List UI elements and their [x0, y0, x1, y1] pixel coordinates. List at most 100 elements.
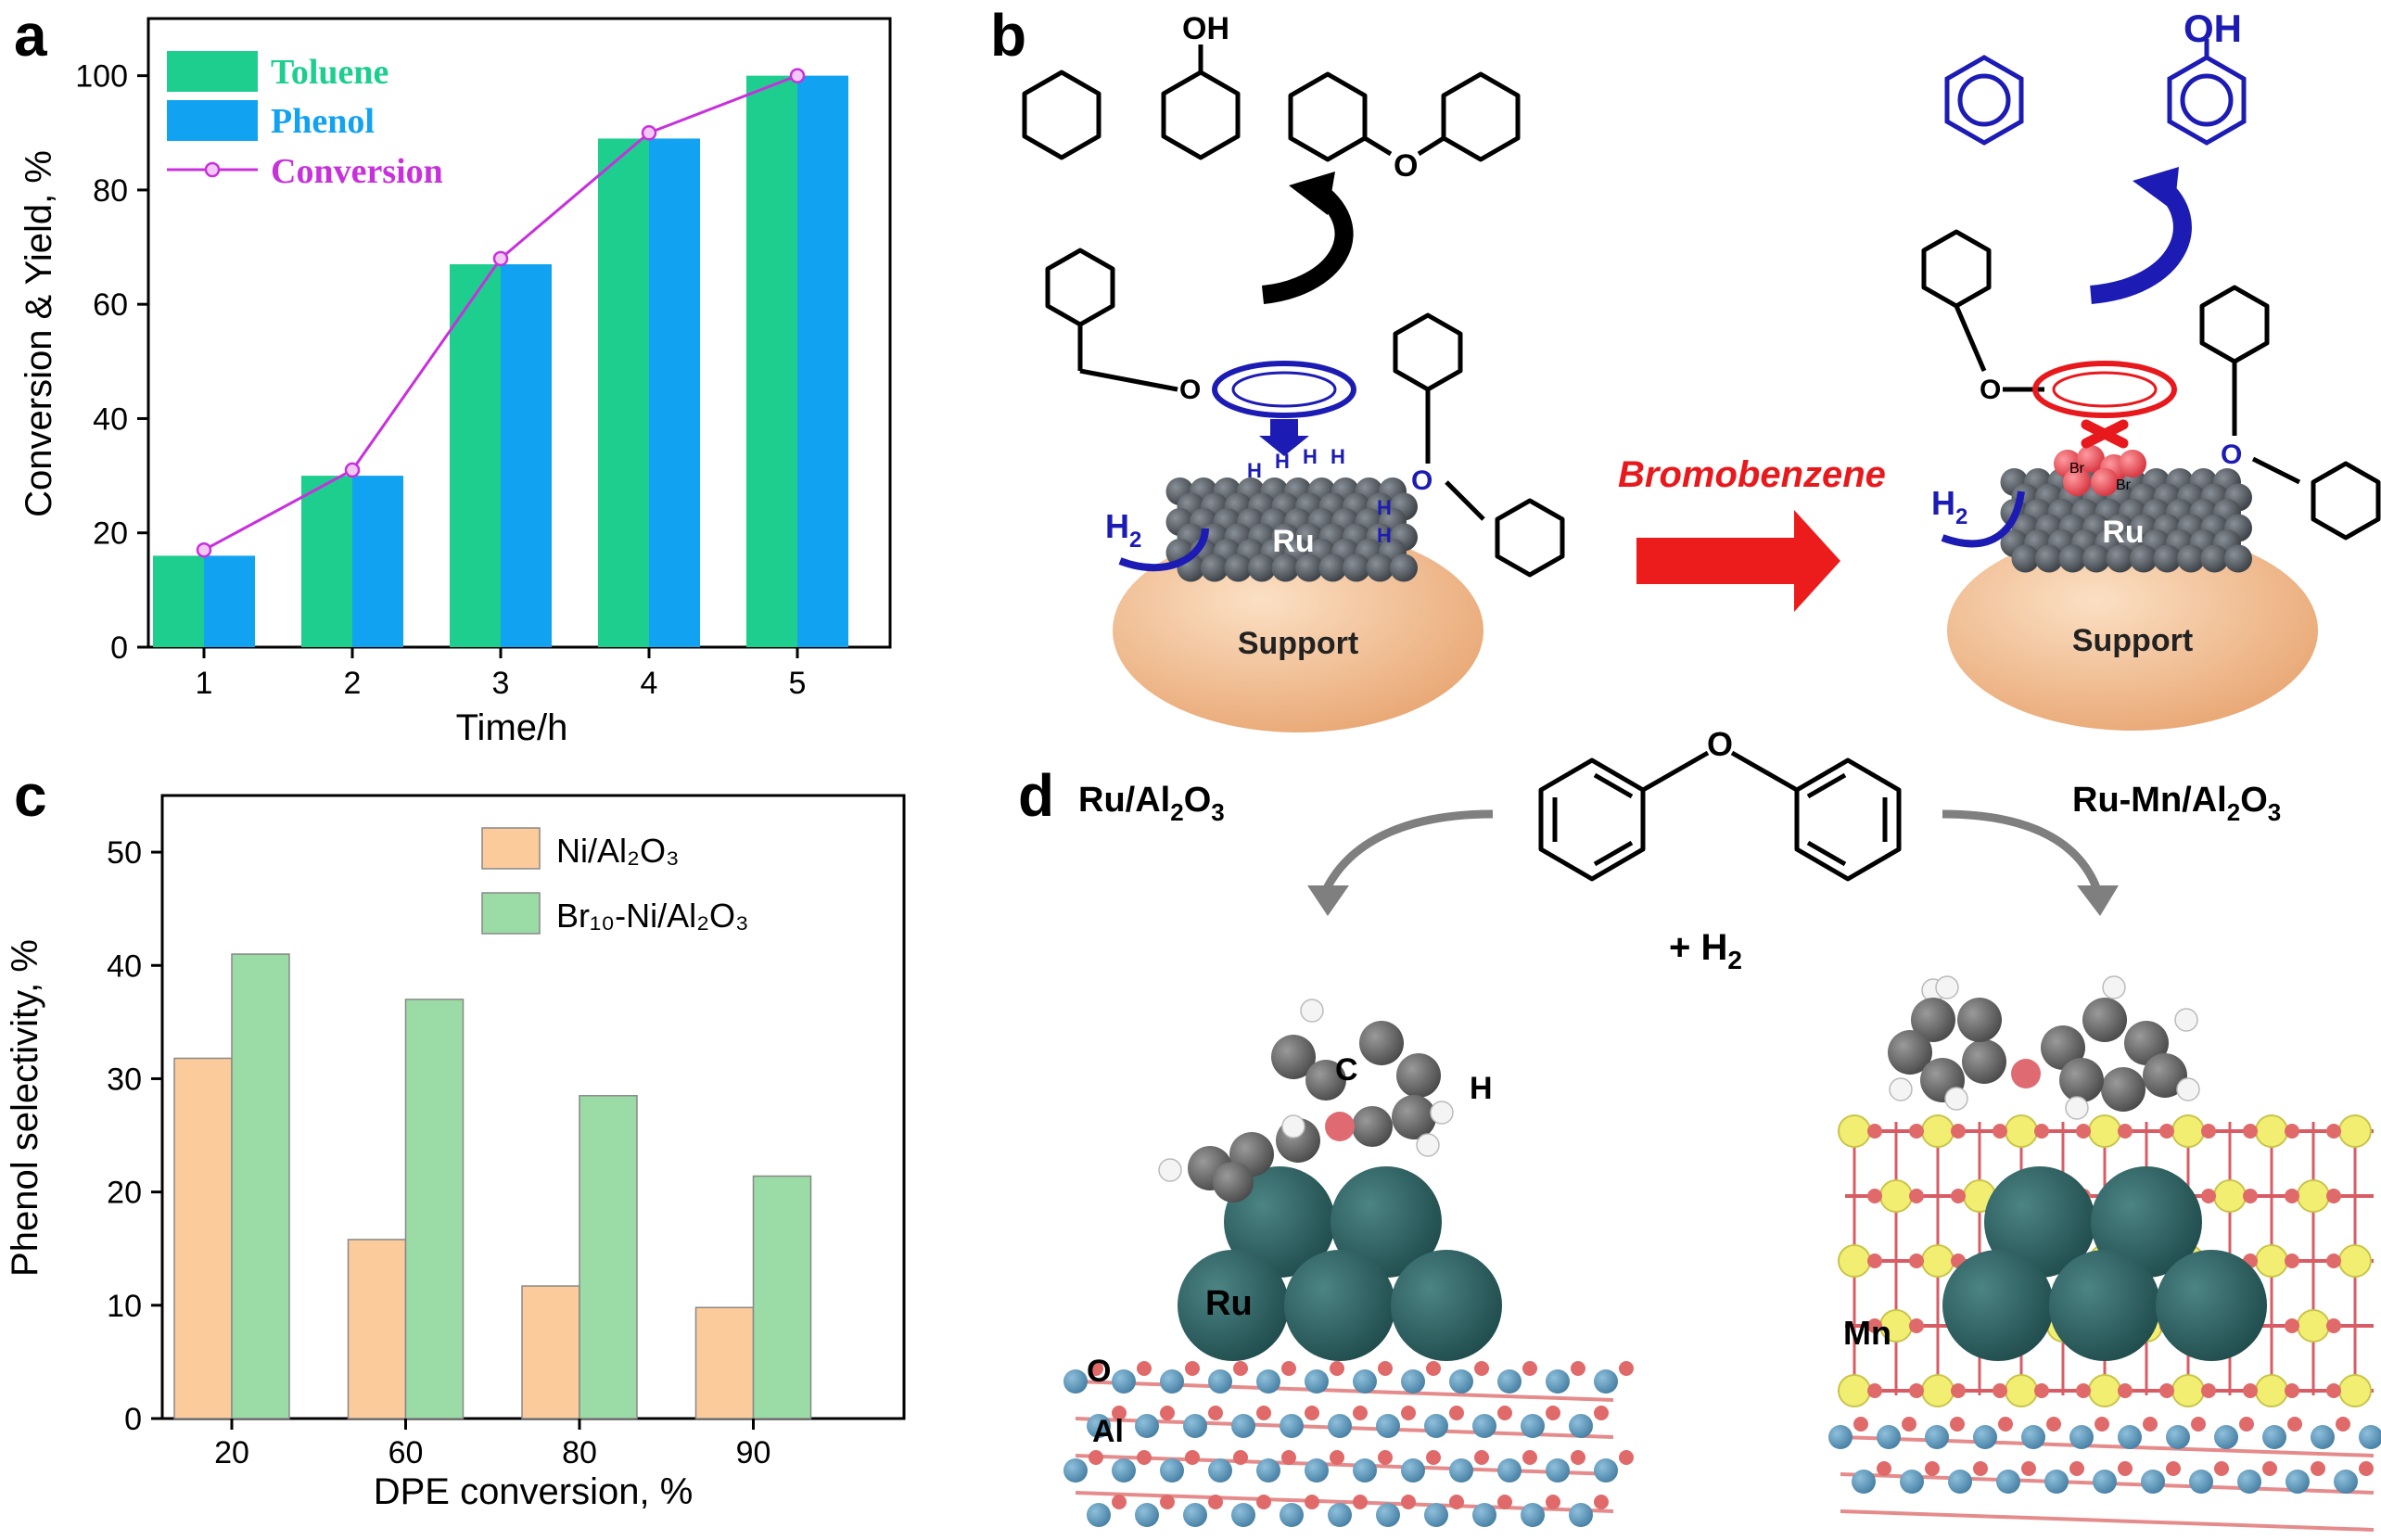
ru-mn-al2o3-title: Ru-Mn/Al2O3: [2072, 781, 2281, 826]
o-atom: [1160, 1495, 1175, 1509]
o-atom: [2262, 1461, 2277, 1476]
bar-a-phenol-3: [501, 264, 552, 647]
o-atom: [1497, 1495, 1512, 1509]
o-atom: [2021, 1461, 2036, 1476]
ru-atom: [1224, 1166, 1335, 1278]
atom: [2082, 544, 2110, 573]
mn-atom: [1879, 1179, 1913, 1213]
carbon-atom: [2143, 1053, 2187, 1098]
ru-atom: [2049, 1250, 2160, 1361]
conversion-point-1: [196, 541, 212, 558]
o-atom: [1594, 1406, 1609, 1420]
plus-h2-label: + H2: [1669, 927, 1742, 974]
bar-c-series0-90: [694, 1306, 755, 1419]
o-atom: [1305, 1495, 1319, 1509]
chart-c-xtick-label: 20: [214, 1435, 249, 1470]
bar-a-phenol-5: [797, 75, 848, 648]
bond: [1075, 1454, 1614, 1476]
hydrogen-atom: [2174, 1008, 2198, 1032]
al-atom: [1449, 1369, 1473, 1394]
black-curved-arrow: [1261, 184, 1354, 304]
carbon-atom: [2082, 998, 2127, 1042]
phenyl-blue-flat: [1212, 361, 1356, 418]
h2-right-arrow: [1941, 490, 2025, 548]
bar-a-toluene-1: [153, 555, 204, 647]
label-h: H: [1470, 1071, 1493, 1106]
al-atom: [2189, 1470, 2213, 1494]
o-atom: [1497, 1406, 1512, 1420]
support-left: [1113, 528, 1483, 732]
o-atom: [1353, 1495, 1368, 1509]
al-atom: [1594, 1369, 1618, 1394]
chart-c-xtick-label: 90: [736, 1435, 771, 1470]
legend-phenol-label: Phenol: [271, 102, 375, 141]
mn-atom: [2005, 1114, 2038, 1148]
chart-a-xtick-label: 2: [344, 666, 362, 701]
blue-arrow-head: [2133, 167, 2179, 211]
bar-a-toluene-3: [450, 264, 501, 647]
benzene-structure: [1944, 55, 2024, 146]
al-atom: [1424, 1503, 1448, 1527]
al-atom: [1877, 1425, 1901, 1449]
phenol-structure: [2167, 55, 2247, 146]
o-atom: [1867, 1318, 1882, 1333]
al-atom: [1280, 1503, 1304, 1527]
chart-c-ytick-label: 40: [107, 948, 142, 984]
mn-atom: [1921, 1244, 1954, 1278]
al-atom: [1353, 1369, 1377, 1394]
dpe-o-label: O: [1707, 725, 1733, 763]
o-atom: [2326, 1383, 2341, 1398]
o-atom: [1546, 1406, 1560, 1420]
bond: [1840, 1509, 2375, 1532]
legend-br-ni-label: Br₁₀-Ni/Al₂O₃: [556, 897, 749, 935]
carbon-atom: [2124, 1021, 2169, 1065]
o-atom: [2118, 1461, 2133, 1476]
dpe-db-2: [1593, 772, 1634, 799]
atom: [1295, 554, 1323, 582]
carbon-atom: [1213, 1162, 1254, 1203]
chart-c-ytick-label: 20: [107, 1176, 142, 1211]
o-atom: [2191, 1417, 2206, 1432]
o-atom: [1867, 1254, 1882, 1268]
carbon-atom: [2059, 1058, 2104, 1102]
o-atom: [1089, 1361, 1103, 1376]
left-title-o: O: [1184, 781, 1212, 820]
bar-a-phenol-2: [352, 476, 403, 647]
legend-ni-swatch: [481, 827, 541, 870]
ru-atom: [1331, 1166, 1442, 1278]
o-atom: [2239, 1417, 2254, 1432]
al-atom: [1376, 1503, 1400, 1527]
dicyclohexyl-ring-2: [1441, 71, 1521, 162]
chart-a-xtick-label: 1: [196, 666, 213, 701]
bar-c-series1-60: [404, 999, 465, 1419]
bar-a-toluene-5: [746, 75, 797, 648]
bromobenzene-label: Bromobenzene: [1618, 454, 1886, 495]
o-atom: [1546, 1495, 1560, 1509]
grey-arrow-left: [1321, 809, 1494, 893]
bar-c-series1-90: [752, 1175, 812, 1419]
scheme-b: OH O Support Ru O O H H H H: [1022, 6, 2381, 732]
o-atom: [1474, 1450, 1489, 1465]
phenyl-red-flat: [2032, 361, 2177, 418]
bond: [1075, 1380, 1614, 1402]
o-atom: [1853, 1417, 1868, 1432]
al-atom: [1160, 1458, 1184, 1483]
o-atom: [2166, 1461, 2181, 1476]
o-atom: [1867, 1124, 1882, 1139]
h-atom-l3: H: [1303, 445, 1318, 468]
o-atom: [1353, 1406, 1368, 1420]
o-atom: [1951, 1189, 1966, 1203]
legend-conversion-label: Conversion: [271, 152, 443, 191]
al-atom: [2334, 1470, 2358, 1494]
phenyl-right-d: [2311, 461, 2381, 541]
mn-atom: [2213, 1179, 2247, 1213]
label-o: O: [1087, 1354, 1111, 1389]
o-atom: [1256, 1406, 1271, 1420]
o-atom: [2326, 1318, 2341, 1333]
o-atom: [2159, 1124, 2174, 1139]
legend-br-ni-swatch: [481, 892, 541, 935]
atom: [2200, 544, 2229, 573]
al-atom: [1852, 1470, 1876, 1494]
bar-a-phenol-4: [649, 138, 700, 647]
